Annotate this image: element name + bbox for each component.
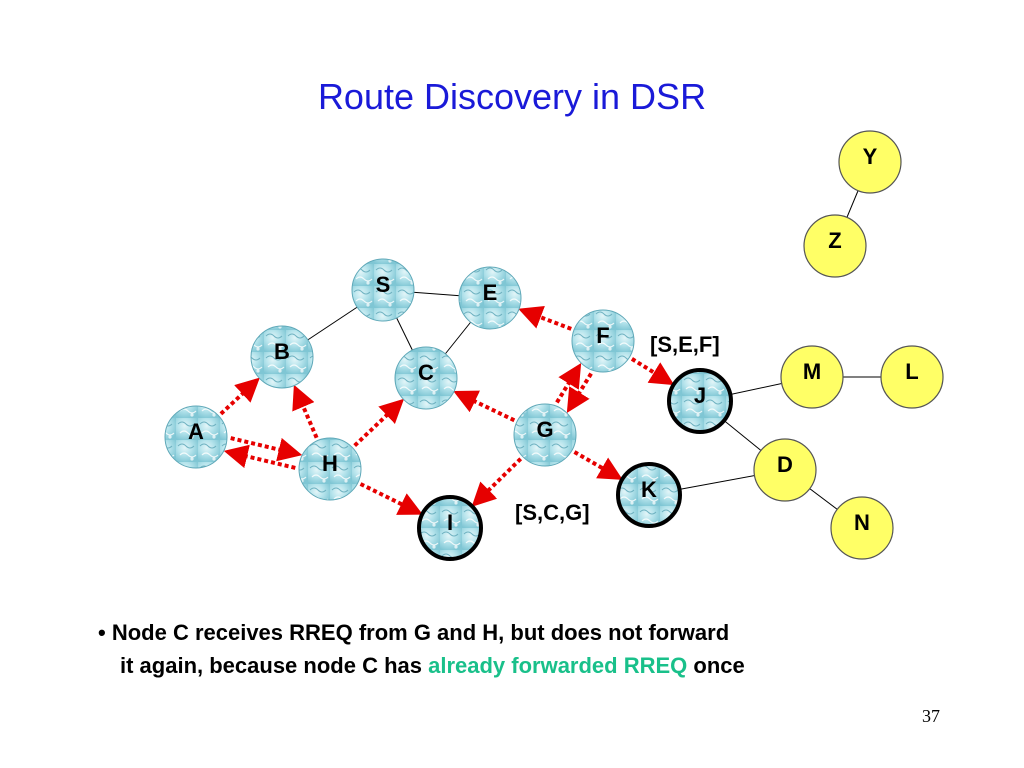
node-F-circle [571, 309, 635, 373]
node-G: G [513, 403, 577, 467]
node-C-circle [394, 346, 458, 410]
node-A-label: A [188, 419, 204, 444]
node-M: M [780, 345, 844, 409]
bullet-line-2-post: once [687, 653, 745, 678]
node-G-label: G [536, 417, 553, 442]
rreq-arrow-A-to-H [230, 436, 303, 462]
bullet-line-2: it again, because node C has already for… [98, 649, 978, 682]
node-E-circle [458, 266, 522, 330]
node-K-label: K [641, 477, 657, 502]
node-B-label: B [274, 339, 290, 364]
rreq-arrow-G-to-C [453, 390, 516, 423]
node-E-label: E [483, 280, 498, 305]
node-B: B [250, 325, 314, 389]
rreq-arrow-H-to-I [359, 482, 423, 515]
node-E: E [458, 266, 522, 330]
node-G-circle [513, 403, 577, 467]
node-N-label: N [854, 510, 870, 535]
node-I-circle [417, 495, 483, 561]
node-C: C [394, 346, 458, 410]
bullet-line-2-pre: it again, because node C has [120, 653, 429, 678]
rreq-arrow-A-to-B [219, 377, 260, 416]
node-L-circle [880, 345, 944, 409]
node-B-circle [250, 325, 314, 389]
node-J: J [667, 368, 733, 434]
bullet-marker: • [98, 620, 106, 645]
node-A-circle [164, 405, 228, 469]
rreq-arrow-G-to-K [573, 450, 623, 480]
node-L-label: L [905, 359, 918, 384]
rreq-arrow-H-to-C [353, 398, 405, 448]
node-S: S [351, 258, 415, 322]
rreq-arrow-F-to-E [518, 306, 572, 331]
node-A: A [164, 405, 228, 469]
bullet-line-1: • Node C receives RREQ from G and H, but… [98, 616, 978, 649]
nodes-layer: S E F B C J A G H K I Y Z M L D N [164, 130, 944, 561]
node-I: I [417, 495, 483, 561]
rreq-arrow-H-to-A [223, 444, 296, 470]
node-F-label: F [596, 323, 609, 348]
node-K: K [616, 462, 682, 528]
rreq-arrows-layer [219, 306, 675, 515]
slide-title: Route Discovery in DSR [317, 76, 707, 117]
node-H-circle [298, 437, 362, 501]
node-J-label: J [694, 383, 706, 408]
node-Y: Y [838, 130, 902, 194]
node-J-circle [667, 368, 733, 434]
node-M-circle [780, 345, 844, 409]
route-record-scg: [S,C,G] [515, 500, 590, 525]
node-H-label: H [322, 451, 338, 476]
node-C-label: C [418, 360, 434, 385]
node-N-circle [830, 496, 894, 560]
node-Z: Z [803, 214, 867, 278]
rreq-arrow-F-to-J [630, 357, 675, 386]
node-H: H [298, 437, 362, 501]
bullet-highlight: already forwarded RREQ [428, 653, 688, 678]
node-N: N [830, 496, 894, 560]
node-S-circle [351, 258, 415, 322]
node-S-label: S [376, 272, 391, 297]
bullet-text: • Node C receives RREQ from G and H, but… [98, 616, 978, 682]
node-Y-circle [838, 130, 902, 194]
node-Z-circle [803, 214, 867, 278]
page-number: 37 [922, 706, 940, 726]
rreq-arrow-H-to-B [292, 384, 319, 439]
node-K-circle [616, 462, 682, 528]
node-D-circle [753, 438, 817, 502]
node-D-label: D [777, 452, 793, 477]
node-D: D [753, 438, 817, 502]
node-Y-label: Y [863, 144, 878, 169]
node-M-label: M [803, 359, 821, 384]
node-I-label: I [447, 510, 453, 535]
route-record-sef: [S,E,F] [650, 332, 720, 357]
node-F: F [571, 309, 635, 373]
node-Z-label: Z [828, 228, 841, 253]
node-L: L [880, 345, 944, 409]
rreq-arrow-G-to-I [471, 457, 523, 507]
bullet-line-1-text: Node C receives RREQ from G and H, but d… [111, 620, 730, 645]
